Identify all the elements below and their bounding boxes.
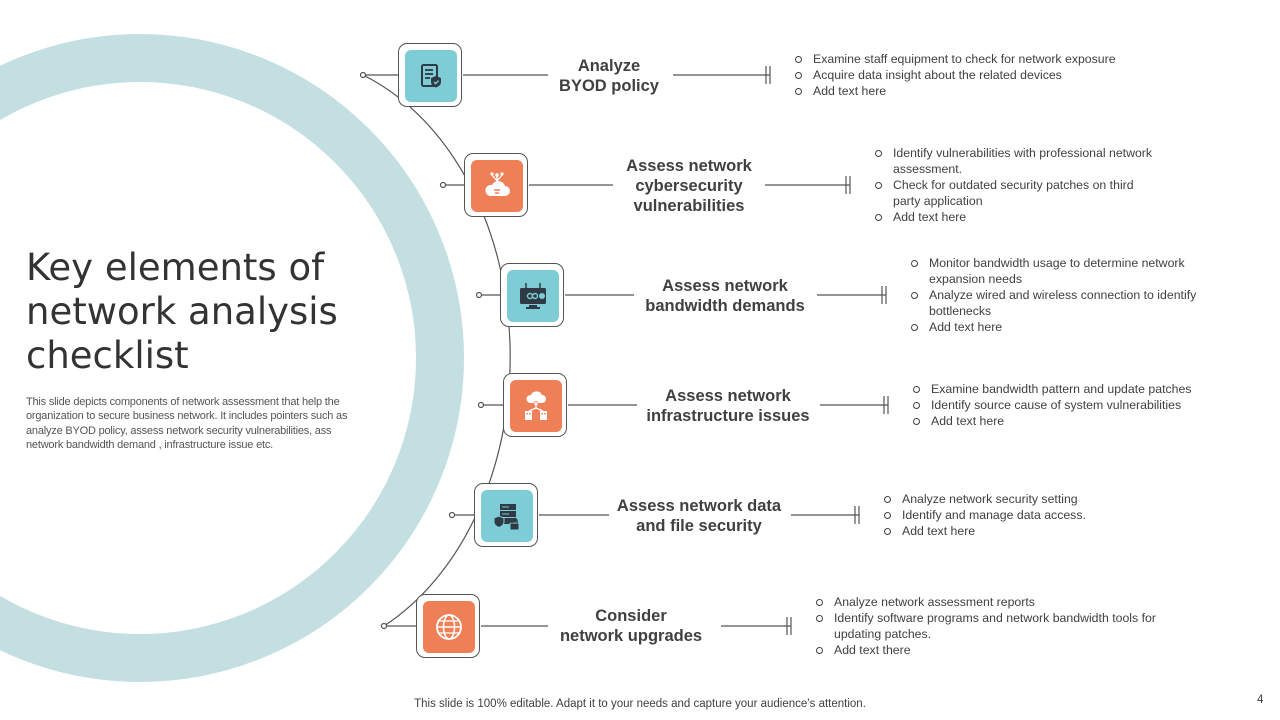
bullet-item: Analyze network security setting (882, 491, 1182, 507)
decorative-ring (0, 34, 464, 682)
monitor-link-icon (507, 270, 559, 322)
item-3-title-line: Assess network (662, 277, 788, 295)
cloud-network-icon (471, 160, 523, 212)
item-1-title-line: Analyze (577, 57, 641, 75)
checklist-shield-icon (405, 50, 457, 102)
item-5-title-line: Assess network data (616, 497, 782, 515)
item-2-icon-box (464, 153, 528, 217)
globe-icon (423, 601, 475, 653)
item-1-title: Analyze BYOD policy (549, 56, 669, 96)
item-5-bullets: Analyze network security setting Identif… (882, 491, 1182, 539)
item-2-title: Assess network cybersecurity vulnerabili… (614, 156, 764, 216)
bullet-item: Check for outdated security patches on t… (873, 177, 1163, 209)
item-1-bullets: Examine staff equipment to check for net… (793, 51, 1173, 99)
bullet-item: Identify vulnerabilities with profession… (873, 145, 1163, 177)
item-2-title-line: cybersecurity (635, 177, 743, 195)
item-4-title-line: Assess network (665, 387, 791, 405)
item-4-title: Assess network infrastructure issues (638, 386, 818, 426)
item-6-bullets: Analyze network assessment reports Ident… (814, 594, 1194, 658)
server-lock-icon (481, 490, 533, 542)
item-3-bullets: Monitor bandwidth usage to determine net… (909, 255, 1209, 335)
cloud-buildings-icon (510, 380, 562, 432)
footer-text: This slide is 100% editable. Adapt it to… (414, 698, 866, 710)
bullet-item: Add text there (814, 642, 1194, 658)
item-4-title-line: infrastructure issues (646, 407, 810, 425)
slide-description: This slide depicts components of network… (26, 396, 348, 452)
bullet-item: Identify and manage data access. (882, 507, 1182, 523)
item-2-title-line: Assess network (626, 157, 752, 175)
item-5-icon-box (474, 483, 538, 547)
bullet-item: Acquire data insight about the related d… (793, 67, 1173, 83)
connector-lines (359, 66, 889, 635)
item-1-title-line: BYOD policy (559, 77, 659, 95)
item-3-title-line: bandwidth demands (645, 297, 805, 315)
item-6-title-line: Consider (595, 607, 667, 625)
item-1-icon-box (398, 43, 462, 107)
bullet-item: Add text here (882, 523, 1182, 539)
page-number: 4 (1257, 694, 1264, 706)
item-5-title-line: and file security (636, 517, 762, 535)
timeline-arc (362, 74, 511, 627)
bullet-item: Monitor bandwidth usage to determine net… (909, 255, 1209, 287)
item-3-icon-box (500, 263, 564, 327)
bullet-item: Add text here (793, 83, 1173, 99)
bullet-item: Add text here (873, 209, 1163, 225)
bullet-item: Identify software programs and network b… (814, 610, 1194, 642)
item-2-title-line: vulnerabilities (633, 197, 745, 215)
item-4-icon-box (503, 373, 567, 437)
footer-note: This slide is 100% editable. Adapt it to… (0, 698, 1280, 710)
item-6-icon-box (416, 594, 480, 658)
item-4-bullets: Examine bandwidth pattern and update pat… (911, 381, 1231, 429)
item-6-title: Consider network upgrades (546, 606, 716, 646)
item-5-title: Assess network data and file security (609, 496, 789, 536)
bullet-item: Add text here (911, 413, 1231, 429)
item-2-bullets: Identify vulnerabilities with profession… (873, 145, 1163, 225)
bullet-item: Analyze network assessment reports (814, 594, 1194, 610)
bullet-item: Add text here (909, 319, 1209, 335)
item-6-title-line: network upgrades (559, 627, 703, 645)
bullet-item: Identify source cause of system vulnerab… (911, 397, 1231, 413)
bullet-item: Analyze wired and wireless connection to… (909, 287, 1209, 319)
bullet-item: Examine bandwidth pattern and update pat… (911, 381, 1231, 397)
item-3-title: Assess network bandwidth demands (635, 276, 815, 316)
slide-title: Key elements of network analysis checkli… (26, 246, 338, 377)
bullet-item: Examine staff equipment to check for net… (793, 51, 1173, 67)
